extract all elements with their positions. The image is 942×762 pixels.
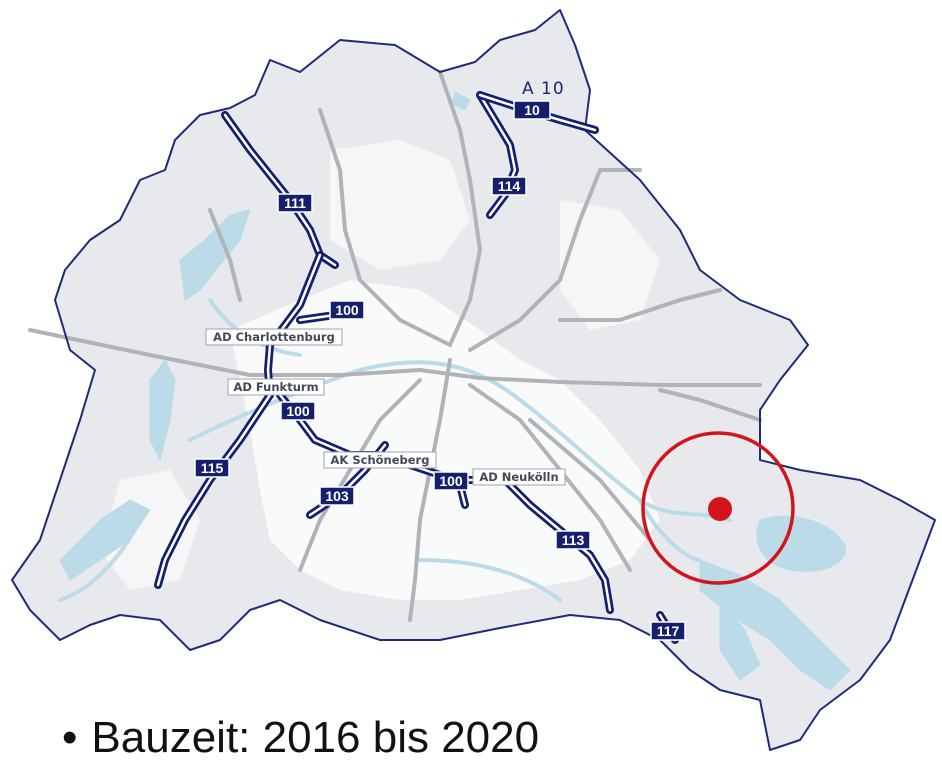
svg-text:115: 115 <box>201 460 224 476</box>
ring-label: A 10 <box>522 79 565 99</box>
svg-text:113: 113 <box>562 532 585 548</box>
highlight-circle <box>641 431 795 585</box>
svg-text:103: 103 <box>325 488 349 504</box>
city-boundary <box>11 9 936 751</box>
svg-text:AD Funkturm: AD Funkturm <box>233 380 318 394</box>
junction-label-ad-neukoelln: AD Neukölln <box>472 468 566 486</box>
highway-shield-113: 113 <box>555 530 591 550</box>
svg-text:117: 117 <box>657 623 680 639</box>
svg-text:AD Charlottenburg: AD Charlottenburg <box>213 330 335 344</box>
svg-text:114: 114 <box>498 178 521 194</box>
svg-text:100: 100 <box>286 403 310 419</box>
svg-text:100: 100 <box>335 302 359 318</box>
highway-shield-103: 103 <box>319 486 355 506</box>
highway-shield-111: 111 <box>277 193 313 213</box>
highway-shield-114: 114 <box>491 176 527 196</box>
svg-text:10: 10 <box>524 102 540 118</box>
junction-label-ak-schoeneberg: AK Schöneberg <box>323 451 437 469</box>
water-bodies <box>59 91 851 691</box>
junction-label-ad-charlottenburg: AD Charlottenburg <box>205 328 343 346</box>
bullet-text: Bauzeit: 2016 bis 2020 <box>91 713 540 762</box>
svg-text:AK Schöneberg: AK Schöneberg <box>331 453 430 467</box>
svg-text:AD Neukölln: AD Neukölln <box>479 470 558 484</box>
highway-shield-117: 117 <box>650 621 686 641</box>
highway-shield-100-south: 100 <box>433 471 469 491</box>
highway-shield-100-north: 100 <box>329 300 365 320</box>
highway-shield-10: 10 <box>513 100 551 120</box>
svg-text:100: 100 <box>439 473 463 489</box>
svg-text:111: 111 <box>284 195 306 211</box>
highway-shield-100-west: 100 <box>280 401 316 421</box>
location-dot <box>708 497 732 521</box>
bullet-symbol: • <box>62 713 78 762</box>
outer-white-patches <box>100 140 660 590</box>
highway-shield-115: 115 <box>194 458 230 478</box>
bullet-item: • Bauzeit: 2016 bis 2020 <box>62 716 539 760</box>
junction-label-ad-funkturm: AD Funkturm <box>227 378 325 396</box>
